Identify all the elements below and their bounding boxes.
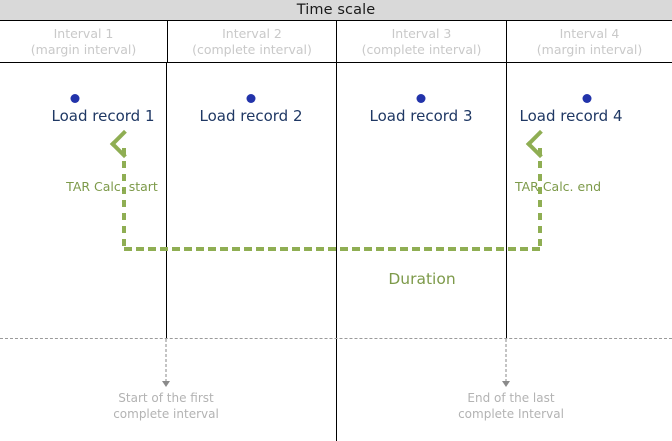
start-interval-note-line1: Start of the first: [118, 391, 214, 405]
interval-type-3: (complete interval): [361, 41, 482, 57]
start-interval-note: Start of the first complete interval: [113, 390, 219, 422]
interval-name-4: Interval 4: [559, 25, 620, 41]
interval-type-4: (margin interval): [536, 41, 643, 57]
end-interval-arrowhead-icon: [502, 381, 510, 387]
interval-header-1: Interval 1 (margin interval): [0, 21, 167, 62]
load-record-label-1: Load record 1: [51, 107, 155, 125]
interval-divider-2: [336, 63, 337, 441]
annotation-separator-rule: [0, 338, 672, 339]
tar-calc-end-arrow-shaft: [538, 148, 542, 248]
interval-header-2: Interval 2 (complete interval): [167, 21, 336, 62]
load-record-dot-icon: [582, 94, 592, 103]
load-record-label-4: Load record 4: [519, 107, 623, 125]
start-interval-note-line2: complete interval: [113, 407, 219, 421]
interval-header-row: Interval 1 (margin interval) Interval 2 …: [0, 21, 672, 63]
end-interval-pointer-shaft: [505, 339, 507, 382]
tar-calc-start-arrow-shaft: [122, 148, 126, 248]
end-interval-note: End of the last complete Interval: [458, 390, 564, 422]
interval-name-1: Interval 1: [53, 25, 114, 41]
duration-bracket: [124, 247, 540, 251]
load-record-label-3: Load record 3: [369, 107, 473, 125]
interval-header-4: Interval 4 (margin interval): [506, 21, 672, 62]
load-record-3: Load record 3: [369, 94, 473, 125]
start-interval-pointer-shaft: [165, 339, 167, 382]
load-record-dot-icon: [70, 94, 80, 103]
interval-header-3: Interval 3 (complete interval): [336, 21, 506, 62]
load-record-label-2: Load record 2: [199, 107, 303, 125]
diagram-title-band: Time scale: [0, 0, 672, 21]
duration-label: Duration: [388, 270, 456, 288]
tar-calc-start-label: TAR Calc. start: [66, 179, 158, 194]
load-record-2: Load record 2: [199, 94, 303, 125]
load-record-dot-icon: [246, 94, 256, 103]
load-record-1: Load record 1: [51, 94, 155, 125]
end-interval-note-line1: End of the last: [467, 391, 555, 405]
load-record-4: Load record 4: [519, 94, 623, 125]
end-interval-note-line2: complete Interval: [458, 407, 564, 421]
load-record-dot-icon: [416, 94, 426, 103]
interval-type-2: (complete interval): [192, 41, 312, 57]
start-interval-arrowhead-icon: [162, 381, 170, 387]
interval-type-1: (margin interval): [30, 41, 137, 57]
interval-divider-3: [506, 63, 507, 338]
diagram-title: Time scale: [296, 1, 376, 18]
interval-name-3: Interval 3: [391, 25, 452, 41]
interval-name-2: Interval 2: [222, 25, 282, 41]
interval-divider-1: [166, 63, 167, 338]
tar-calc-end-label: TAR Calc. end: [514, 179, 602, 194]
